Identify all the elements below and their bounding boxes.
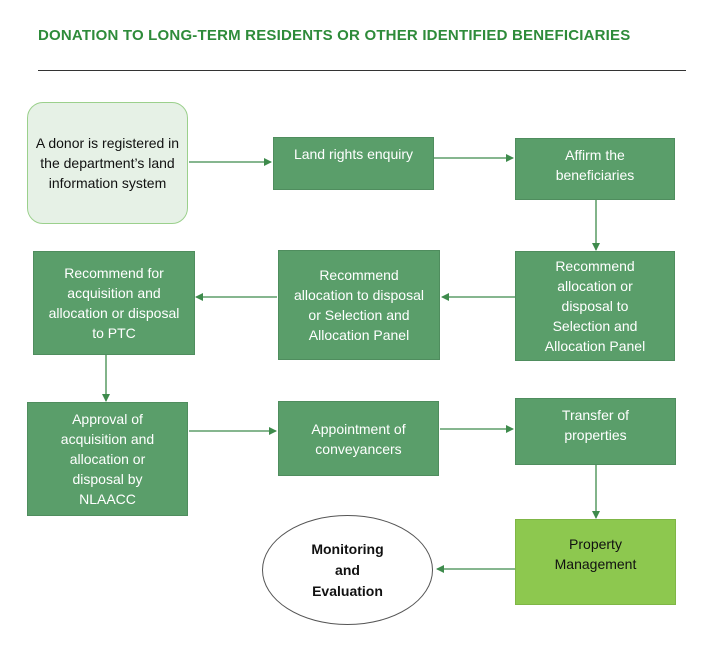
node-donor-registered: A donor is registered in the department’… [27,102,188,224]
node-approval-nlaacc: Approval of acquisition and allocation o… [27,402,188,516]
node-land-rights-enquiry: Land rights enquiry [273,137,434,190]
node-recommend-allocation-middle: Recommend allocation to disposal or Sele… [278,250,440,360]
node-recommend-ptc: Recommend for acquisition and allocation… [33,251,195,355]
node-property-management: Property Management [515,519,676,605]
title-divider [38,70,686,71]
page-title: DONATION TO LONG-TERM RESIDENTS OR OTHER… [38,27,631,44]
node-appointment-conveyancers: Appointment of conveyancers [278,401,439,476]
node-monitoring-evaluation: Monitoring and Evaluation [262,515,433,625]
node-transfer-properties: Transfer of properties [515,398,676,465]
node-affirm-beneficiaries: Affirm the beneficiaries [515,138,675,200]
node-recommend-allocation-right: Recommend allocation or disposal to Sele… [515,251,675,361]
